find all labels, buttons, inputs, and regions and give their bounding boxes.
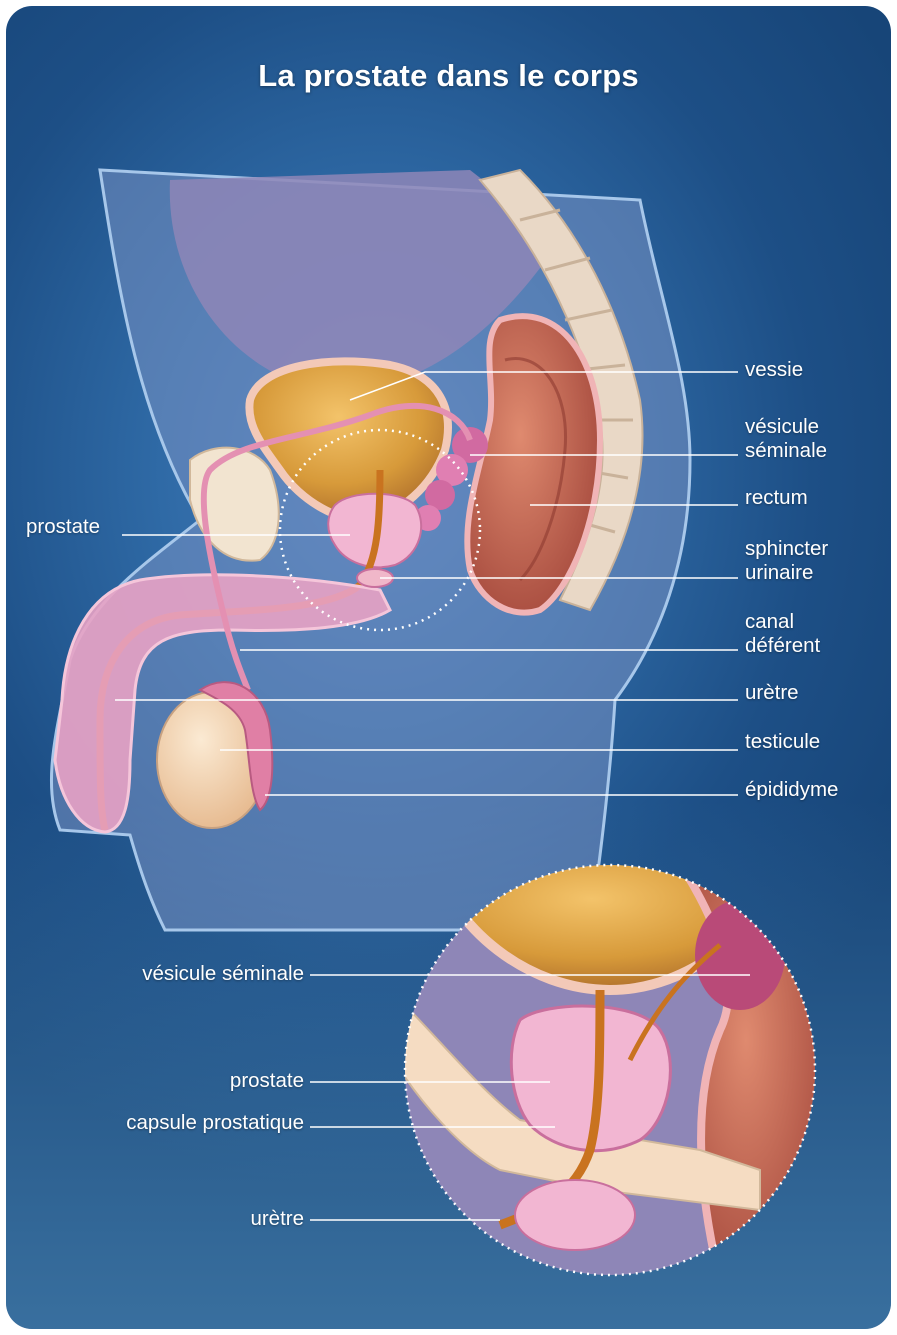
label-rectum: rectum (745, 486, 808, 510)
inset-label-vesicule-seminale: vésicule séminale (60, 962, 304, 986)
inset-label-prostate: prostate (60, 1069, 304, 1093)
label-vessie: vessie (745, 358, 803, 382)
label-prostate: prostate (26, 515, 100, 539)
label-vesicule-line2: séminale (745, 439, 827, 463)
label-canal-line1: canal (745, 610, 794, 634)
label-testicule: testicule (745, 730, 820, 754)
inset-label-capsule: capsule prostatique (60, 1111, 304, 1135)
label-epididyme: épididyme (745, 778, 838, 802)
diagram-title: La prostate dans le corps (0, 58, 897, 94)
inset-label-uretre: urètre (60, 1207, 304, 1231)
label-uretre: urètre (745, 681, 799, 705)
label-sphincter-line2: urinaire (745, 561, 813, 585)
label-sphincter-line1: sphincter (745, 537, 828, 561)
label-canal-line2: déférent (745, 634, 820, 658)
label-vesicule-line1: vésicule (745, 415, 819, 439)
